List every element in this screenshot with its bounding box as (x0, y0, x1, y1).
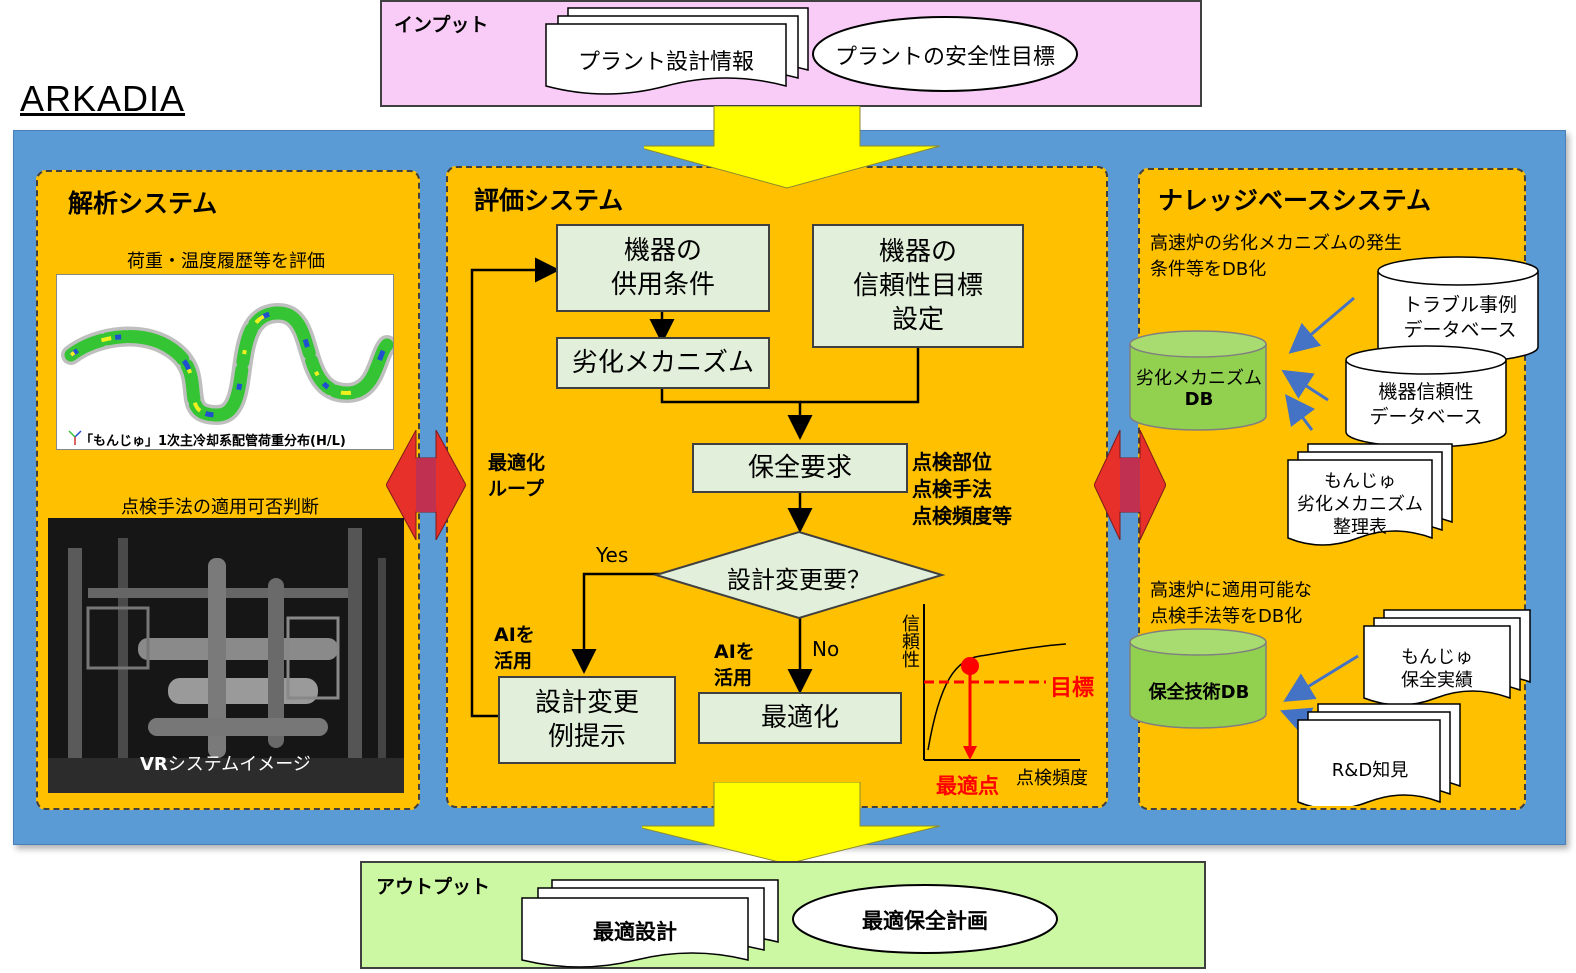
knowledge-caption-degradation: 高速炉の劣化メカニズムの発生 条件等をDB化 (1150, 233, 1402, 280)
input-title: インプット (394, 14, 489, 36)
output-ellipse-label: 最適保全計画 (862, 909, 988, 933)
vr-point-cloud (48, 518, 404, 793)
degradation-db-cylinder (1129, 330, 1267, 431)
maintenance-db-cylinder (1129, 628, 1267, 729)
box-usage-label: 機器の 供用条件 (610, 236, 715, 300)
knowledge-caption-inspection: 高速炉に適用可能な 点検手法等をDB化 (1150, 580, 1312, 627)
box-optimize-label: 最適化 (760, 703, 839, 733)
pipe-stress-image (56, 274, 394, 450)
monju-degradation-doc-label: もんじゅ 劣化メカニズム 整理表 (1297, 471, 1423, 538)
ai-label-left: AIを 活用 (494, 624, 535, 672)
trouble-db-label: トラブル事例 データベース (1402, 294, 1517, 341)
vr-system-image (48, 518, 404, 793)
left-double-arrow (386, 430, 466, 540)
yes-label: Yes (596, 543, 629, 567)
pipe-illustration (61, 303, 393, 445)
graph-optimum-label: 最適点 (936, 774, 999, 798)
box-maintenance-requirement: 保全要求 (692, 443, 908, 493)
evaluation-flow-lines (470, 257, 920, 718)
equipment-db-label: 機器信頼性 データベース (1369, 381, 1483, 428)
decision-label: 設計変更要？ (727, 566, 871, 594)
system-name: ARKADIA (20, 78, 186, 119)
graph-ylabel: 信頼性 (899, 614, 920, 668)
graph-target-label: 目標 (1050, 676, 1095, 701)
box-reliability-target: 機器の 信頼性目標 設定 (812, 224, 1024, 348)
ai-label-middle: AIを 活用 (714, 641, 755, 689)
input-doc-label: プラント設計情報 (577, 50, 754, 75)
vr-caption-rest: システムイメージ (167, 754, 311, 775)
degradation-db-line2: DB (1184, 389, 1214, 410)
trouble-db-cylinder (1377, 256, 1539, 363)
output-doc-label: 最適設計 (593, 920, 677, 944)
input-ellipse (812, 16, 1078, 92)
graph-xlabel: 点検頻度 (1016, 768, 1088, 789)
degradation-db-line1: 劣化メカニズム (1136, 368, 1262, 389)
maintenance-notes: 点検部位 点検手法 点検頻度等 (912, 450, 1012, 528)
box-degradation: 劣化メカニズム (556, 337, 770, 389)
box-maintenance-label: 保全要求 (747, 453, 852, 483)
analysis-caption-inspection: 点検手法の適用可否判断 (121, 497, 319, 518)
box-degradation-label: 劣化メカニズム (571, 348, 754, 378)
monju-degradation-doc-stack (1287, 443, 1453, 546)
no-label: No (812, 637, 840, 661)
input-document-stack (545, 7, 809, 95)
evaluation-title: 評価システム (474, 186, 624, 215)
box-reliability-label: 機器の 信頼性目標 設定 (852, 237, 983, 335)
maintenance-db-label: 保全技術DB (1148, 682, 1250, 703)
output-ellipse (792, 884, 1058, 954)
monju-maintenance-doc-stack (1363, 609, 1531, 706)
decision-diamond (652, 530, 946, 620)
right-double-arrow (1094, 430, 1166, 540)
monju-maintenance-doc-label: もんじゅ 保全実績 (1401, 647, 1473, 691)
box-design-change-label: 設計変更 例提示 (534, 688, 639, 752)
output-panel (360, 861, 1206, 969)
output-document-stack (521, 879, 779, 968)
analysis-title: 解析システム (68, 189, 218, 218)
output-title: アウトプット (376, 876, 491, 898)
analysis-caption-load: 荷重・温度履歴等を評価 (127, 251, 325, 272)
optimization-loop-label: 最適化 ループ (488, 452, 546, 500)
box-usage-conditions: 機器の 供用条件 (556, 224, 770, 312)
rd-doc-label: R&D知見 (1331, 760, 1409, 781)
equipment-db-cylinder (1345, 345, 1507, 448)
output-down-arrow (642, 782, 941, 865)
pipe-caption: 「もんじゅ」1次主冷却系配管荷重分布(H/L) (80, 434, 346, 449)
box-design-change: 設計変更 例提示 (498, 676, 676, 764)
box-optimize: 最適化 (698, 692, 902, 744)
knowledge-title: ナレッジベースシステム (1158, 186, 1432, 215)
reliability-graph (923, 604, 1080, 761)
rd-doc-stack (1297, 703, 1461, 806)
input-down-arrow (644, 106, 941, 189)
vr-caption-bold: VR (140, 754, 168, 775)
input-ellipse-label: プラントの安全性目標 (834, 45, 1055, 70)
vr-caption: VRシステムイメージ (140, 750, 311, 776)
